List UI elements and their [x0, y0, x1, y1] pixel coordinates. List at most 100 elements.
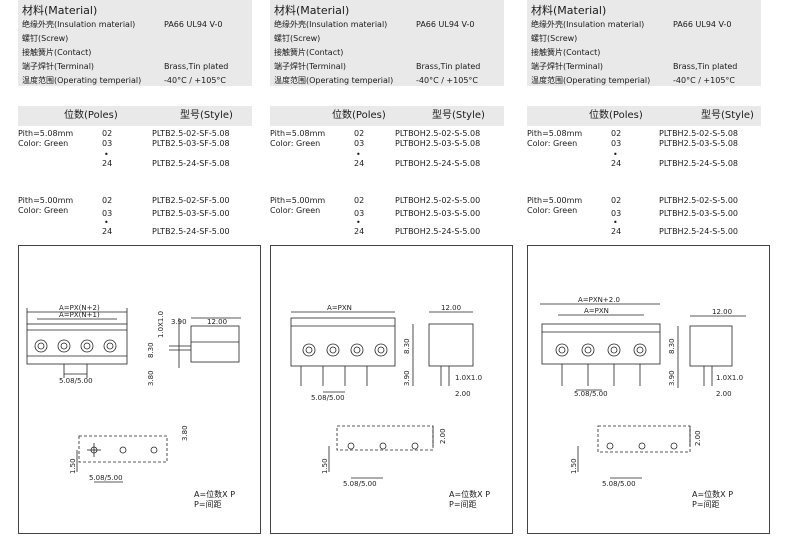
color-label: Color: Green: [18, 206, 69, 215]
pitch-label: Pith=5.00mm: [18, 196, 74, 205]
dim-label: 5.08/5.00: [311, 394, 345, 402]
note-line-1: A=位数X P: [194, 490, 236, 499]
pole-count: 24: [354, 227, 365, 236]
table-header: 位数(Poles) 型号(Style): [18, 106, 252, 126]
connector-body-front: [541, 323, 661, 365]
color-label: Color: Green: [18, 139, 69, 148]
model-group-500: Pith=5.00mm Color: Green 02 03 24 PLTBOH…: [270, 195, 510, 245]
pole-count: 03: [611, 209, 622, 218]
material-value: PA66 UL94 V-0: [673, 20, 732, 29]
model-number: PLTBOH2.5-02-S-5.08: [395, 129, 481, 138]
model-number: PLTBH2.5-02-S-5.00: [659, 196, 739, 205]
dim-label: A=PX(N+1): [59, 311, 100, 319]
note-line-2: P=间距: [449, 500, 477, 509]
technical-drawing-pltb: A=PX(N+2) A=PX(N+1) 5.08/5.00 3.90 12.00…: [18, 245, 261, 534]
pole-count: 24: [102, 159, 113, 168]
model-group-500: Pith=5.00mm Color: Green 02 03 24 PLTBH2…: [527, 195, 767, 245]
model-group-508: Pith=5.08mm Color: Green 02 03 24 PLTBH2…: [527, 128, 767, 178]
dim-label: 3.90: [403, 370, 411, 386]
material-key: 端子焊针(Terminal): [531, 62, 604, 71]
material-value: PA66 UL94 V-0: [416, 20, 475, 29]
connector-body-side: [190, 325, 240, 363]
dim-label: 3.90: [171, 318, 187, 326]
model-group-500: Pith=5.00mm Color: Green 02 03 24 PLTB2.…: [18, 195, 258, 245]
drawing-note: A=位数X P P=间距: [692, 490, 733, 510]
table-header: 位数(Poles) 型号(Style): [270, 106, 504, 126]
drawing-note: A=位数X P P=间距: [194, 490, 235, 510]
color-label: Color: Green: [270, 139, 321, 148]
pitch-label: Pith=5.08mm: [527, 129, 583, 138]
model-number: PLTBOH2.5-24-S-5.08: [395, 159, 481, 168]
ellipsis-dot: •: [613, 150, 618, 159]
material-key: 螺钉(Screw): [531, 34, 578, 43]
material-key: 接触簧片(Contact): [274, 48, 344, 57]
model-number: PLTB2.5-24-SF-5.08: [152, 159, 230, 168]
dim-label: 5.08/5.00: [343, 480, 377, 488]
product-column-pltboh: 材料(Material) 绝缘外壳(Insulation material)PA…: [270, 0, 510, 236]
dim-label: 12.00: [441, 304, 461, 312]
note-line-2: P=间距: [194, 500, 222, 509]
model-number: PLTBH2.5-03-S-5.08: [659, 139, 739, 148]
model-number: PLTB2.5-03-SF-5.08: [152, 139, 230, 148]
dim-label: A=PXN: [327, 304, 352, 312]
material-title: 材料(Material): [531, 4, 607, 17]
pitch-label: Pith=5.08mm: [18, 129, 74, 138]
model-number: PLTBOH2.5-24-S-5.00: [395, 227, 481, 236]
connector-drawing: A=PX(N+2) A=PX(N+1) 5.08/5.00 3.90 12.00…: [26, 304, 241, 483]
material-key: 绝缘外壳(Insulation material): [531, 20, 645, 29]
poles-header: 位数(Poles): [64, 110, 118, 121]
ellipsis-dot: •: [356, 150, 361, 159]
material-value: -40°C / +105°C: [164, 76, 226, 85]
dim-label: 1.0X1.0: [157, 311, 165, 338]
connector-drawing: A=PXN 5.08/5.00 12.00 8.30 3.90 1.0X1.0 …: [290, 304, 482, 488]
dim-label: 5.08/5.00: [89, 474, 123, 482]
connector-body-front: [26, 323, 128, 365]
style-header: 型号(Style): [701, 110, 754, 121]
pole-count: 02: [354, 129, 365, 138]
pole-count: 03: [354, 139, 365, 148]
pole-count: 02: [611, 129, 622, 138]
model-group-508: Pith=5.08mm Color: Green 02 03 24 PLTB2.…: [18, 128, 258, 178]
model-number: PLTBOH2.5-02-S-5.00: [395, 196, 481, 205]
technical-drawing-pltbh: A=PXN+2.0 A=PXN 5.08/5.00 12.00 8.30 3.9…: [527, 245, 770, 534]
dim-label: A=PXN: [584, 307, 609, 315]
material-key: 温度范围(Operating temperial): [22, 76, 142, 85]
material-key: 接触簧片(Contact): [22, 48, 92, 57]
material-key: 端子焊针(Terminal): [22, 62, 95, 71]
material-key: 温度范围(Operating temperial): [274, 76, 394, 85]
note-line-2: P=间距: [692, 500, 720, 509]
pole-count: 02: [611, 196, 622, 205]
style-header: 型号(Style): [432, 110, 485, 121]
ellipsis-dot: •: [104, 218, 109, 227]
dim-label: 12.00: [712, 308, 732, 316]
material-box: 材料(Material) 绝缘外壳(Insulation material)PA…: [18, 0, 252, 86]
material-key: 端子焊针(Terminal): [274, 62, 347, 71]
dim-label: 3.80: [181, 425, 189, 441]
note-line-1: A=位数X P: [692, 490, 734, 499]
dim-label: 2.00: [694, 430, 702, 446]
dim-label: 3.90: [668, 370, 676, 386]
dim-label: 5.08/5.00: [574, 390, 608, 398]
pole-count: 24: [611, 227, 622, 236]
dim-label: A=PXN+2.0: [578, 296, 620, 304]
dim-label: 3.80: [147, 370, 155, 386]
color-label: Color: Green: [527, 206, 578, 215]
pole-count: 24: [354, 159, 365, 168]
material-value: Brass,Tin plated: [416, 62, 481, 71]
pole-count: 02: [102, 129, 113, 138]
poles-header: 位数(Poles): [332, 110, 386, 121]
model-number: PLTBH2.5-24-S-5.08: [659, 159, 739, 168]
model-group-508: Pith=5.08mm Color: Green 02 03 24 PLTBOH…: [270, 128, 510, 178]
style-header: 型号(Style): [180, 110, 233, 121]
model-number: PLTBH2.5-02-S-5.08: [659, 129, 739, 138]
technical-drawing-pltboh: A=PXN 5.08/5.00 12.00 8.30 3.90 1.0X1.0 …: [270, 245, 513, 534]
material-title: 材料(Material): [274, 4, 350, 17]
model-number: PLTBH2.5-03-S-5.00: [659, 209, 739, 218]
material-value: Brass,Tin plated: [164, 62, 229, 71]
pitch-label: Pith=5.00mm: [527, 196, 583, 205]
material-value: Brass,Tin plated: [673, 62, 738, 71]
model-number: PLTBOH2.5-03-S-5.08: [395, 139, 481, 148]
material-box: 材料(Material) 绝缘外壳(Insulation material) PA…: [527, 0, 761, 86]
pole-count: 03: [354, 209, 365, 218]
material-key: 绝缘外壳(Insulation material): [22, 20, 136, 29]
